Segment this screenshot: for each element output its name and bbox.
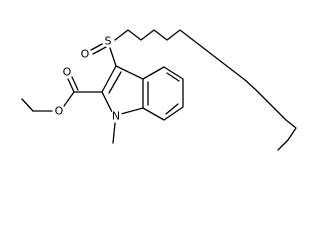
ester-oxygen-label: O xyxy=(55,105,64,118)
ring-nitrogen-atom: N xyxy=(110,110,122,123)
bond-c3a-c3 xyxy=(115,65,144,80)
benzene-ring xyxy=(142,66,184,121)
ethyl-bond-2 xyxy=(21,98,34,112)
sulfinyl-oxygen-atom: O xyxy=(79,48,91,61)
bond-c3-c2-inner xyxy=(108,71,122,94)
bond-c2-n1 xyxy=(101,91,113,113)
carbonyl-double-b xyxy=(71,76,79,91)
sulfinyl-double-bond-b xyxy=(92,46,107,55)
carbonyl-oxygen-atom: O xyxy=(61,66,73,79)
benzene-double-1 xyxy=(166,72,180,82)
sulfur-label: S xyxy=(105,35,112,48)
structure-diagram: S O O O N xyxy=(21,29,297,151)
sulfinyl-double-bond-a xyxy=(90,42,105,51)
sulfinyl-oxygen-label: O xyxy=(81,48,90,61)
molecule-drawing: S O O O N xyxy=(21,29,297,151)
carbonyl-oxygen-label: O xyxy=(63,66,72,79)
ring-nitrogen-label: N xyxy=(112,110,120,123)
dodecyl-chain xyxy=(114,29,297,151)
carbonyl-double-a xyxy=(67,78,75,93)
bond-n1-c7a xyxy=(120,107,144,115)
n-methyl-bond xyxy=(112,122,116,144)
benzene-double-2 xyxy=(165,103,179,115)
ester-oxygen-atom: O xyxy=(53,105,65,118)
ester-o-bond xyxy=(63,91,75,107)
bond-c3-c2 xyxy=(101,65,117,93)
sulfur-c3-bond xyxy=(109,47,117,67)
sulfur-atom: S xyxy=(102,35,114,48)
